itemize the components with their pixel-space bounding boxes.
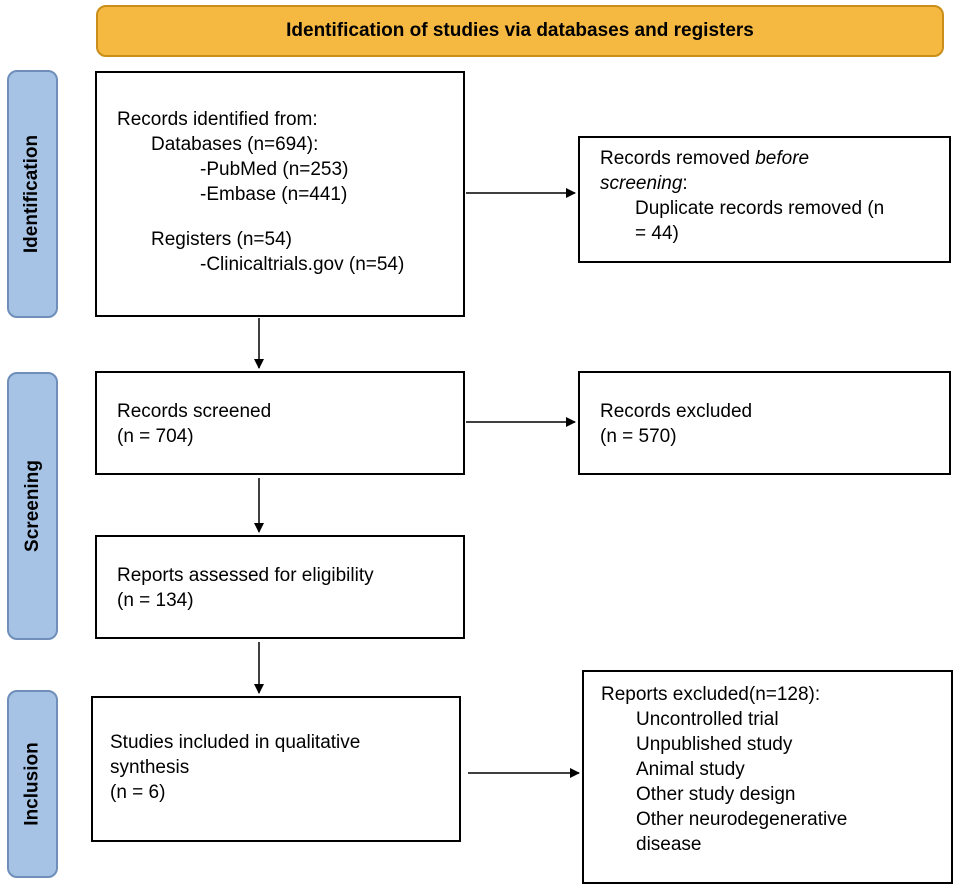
records-screened-count: (n = 704) [117,426,194,447]
studies-included-box: Studies included in qualitative synthesi… [91,696,461,842]
reports-assessed-label: Reports assessed for eligibility [117,565,374,586]
duplicate-records-count: = 44) [635,223,679,244]
stage-identification-label: Identification [21,134,43,254]
embase-count: -Embase (n=441) [200,184,348,205]
records-screened-box: Records screened (n = 704) [95,371,465,475]
records-excluded-label: Records excluded [600,401,753,422]
duplicate-records: Duplicate records removed (n [635,198,885,219]
reports-excluded-box: Reports excluded(n=128): Uncontrolled tr… [582,670,953,884]
records-removed-before: before [755,148,810,169]
exclusion-reason: disease [636,834,702,855]
registers-count: Registers (n=54) [151,229,292,250]
records-identified-box: Records identified from: Databases (n=69… [95,71,465,317]
header-banner: Identification of studies via databases … [96,5,944,57]
exclusion-reason: Other neurodegenerative [636,809,848,830]
records-removed-heading: Records removed before [580,146,949,171]
records-removed-box: Records removed before screening: Duplic… [578,136,951,263]
records-removed-screening: screening [600,173,683,194]
reports-assessed-box: Reports assessed for eligibility (n = 13… [95,535,465,639]
exclusion-reason: Other study design [636,784,796,805]
pubmed-count: -PubMed (n=253) [200,159,349,180]
stage-identification: Identification [7,70,58,318]
records-excluded-count: (n = 570) [600,426,677,447]
records-removed-prefix: Records removed [600,148,756,169]
studies-included-label: Studies included in qualitative [110,732,361,753]
stage-screening: Screening [7,372,58,640]
records-screened-label: Records screened [117,401,272,422]
exclusion-reason: Unpublished study [636,734,793,755]
records-removed-colon: : [682,173,688,194]
stage-screening-label: Screening [21,460,43,552]
databases-count: Databases (n=694): [151,134,319,155]
stage-inclusion: Inclusion [7,690,58,878]
studies-included-label-cont: synthesis [110,757,190,778]
stage-inclusion-label: Inclusion [21,742,43,826]
reports-excluded-heading: Reports excluded(n=128): [601,684,821,705]
spacer-line [97,207,463,227]
records-excluded-box: Records excluded (n = 570) [578,371,951,475]
exclusion-reason: Uncontrolled trial [636,709,779,730]
reports-assessed-count: (n = 134) [117,590,194,611]
studies-included-count: (n = 6) [110,782,166,803]
header-title: Identification of studies via databases … [286,20,754,41]
records-removed-heading-cont: screening: [580,171,949,196]
exclusion-reason: Animal study [636,759,745,780]
clinicaltrials-count: -Clinicaltrials.gov (n=54) [200,254,405,275]
records-identified-heading: Records identified from: [117,109,318,130]
